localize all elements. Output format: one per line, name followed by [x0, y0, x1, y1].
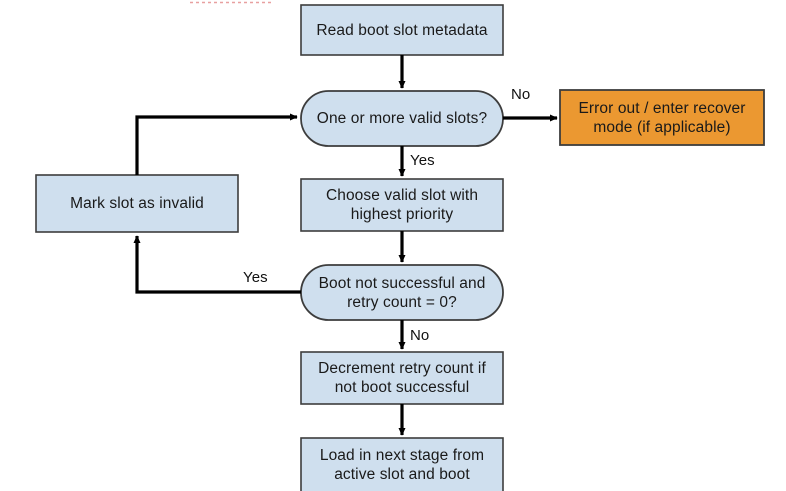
edge-label-no-valid-slots: No	[511, 86, 531, 103]
edge-boot-check-yes-to-mark-invalid	[133, 235, 301, 294]
edge-mark-invalid-to-valid-slots	[135, 113, 298, 175]
node-load-next-stage	[300, 437, 504, 491]
node-read-boot-slot-metadata	[300, 4, 504, 56]
node-choose-valid-slot-highest-priority	[300, 178, 504, 232]
node-decrement-retry-count	[300, 351, 504, 405]
node-one-or-more-valid-slots	[300, 90, 504, 147]
edge-label-yes-valid-slots: Yes	[410, 152, 435, 169]
edge-label-no-retry: No	[410, 327, 430, 344]
edge-label-yes-retry: Yes	[243, 269, 268, 286]
node-boot-not-successful-retry-count-zero	[300, 264, 504, 321]
node-error-out-enter-recover-mode	[559, 89, 765, 146]
node-mark-slot-as-invalid	[35, 174, 239, 233]
